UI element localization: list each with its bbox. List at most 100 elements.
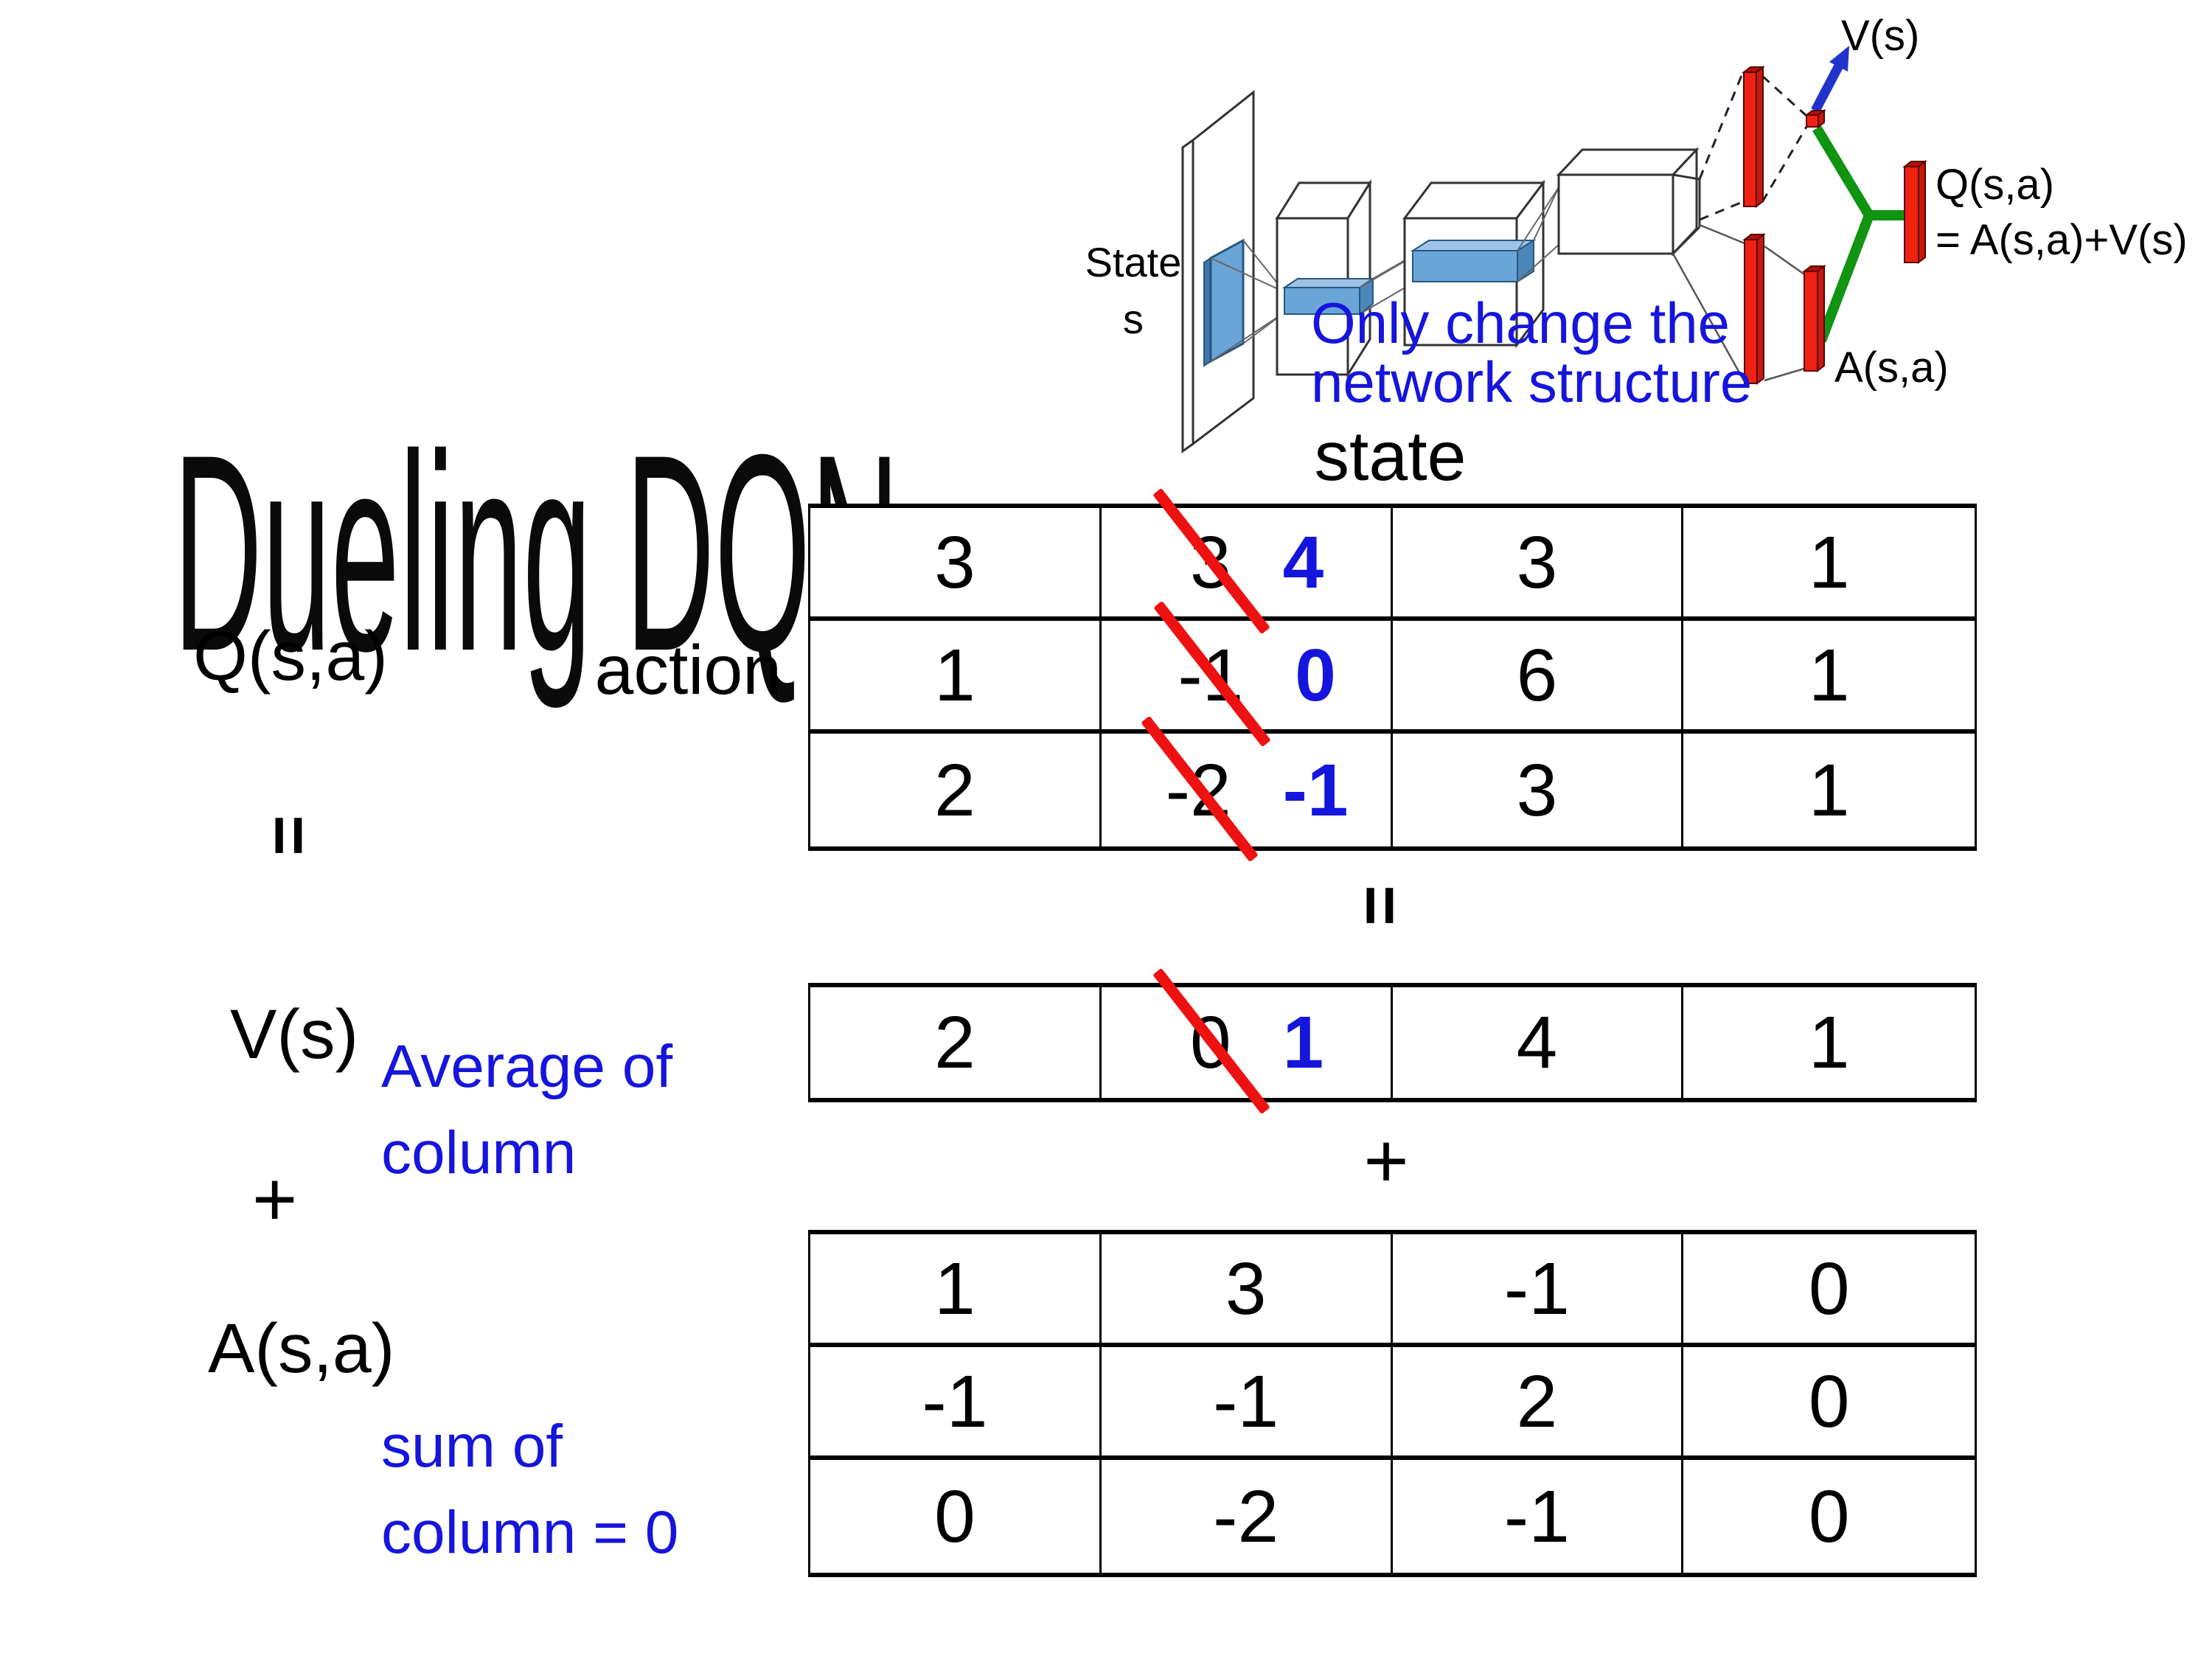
- v-value-table: 2 0 1 4 1: [808, 967, 1977, 1115]
- new-value: 4: [1282, 521, 1324, 604]
- cell-value: -1: [1213, 1360, 1279, 1443]
- average-note-line2: column: [381, 1119, 577, 1186]
- table-cell-corrected: 3 4: [1101, 487, 1393, 634]
- table-cell-corrected: -2 -1: [1102, 715, 1393, 862]
- table-cell: 2: [1392, 1347, 1684, 1460]
- table-cell: 0: [1683, 1460, 1975, 1573]
- network-diagram: State s V(s) Q(s,a) = A(s,a)+V(s) A(s,a)…: [1085, 12, 2188, 453]
- table-cell: 6: [1392, 621, 1684, 734]
- q-function-label: Q(s,a): [193, 617, 388, 695]
- table-cell: 1: [1683, 621, 1975, 734]
- table-cell: 1: [810, 621, 1102, 734]
- input-plate-side: [1181, 138, 1194, 453]
- cell-value: -1: [1503, 1475, 1570, 1558]
- average-note-line1: Average of: [381, 1033, 673, 1100]
- v-function-label: V(s): [230, 995, 359, 1074]
- cell-value: 1: [1808, 633, 1850, 717]
- fc-red-bars: [1742, 65, 1927, 386]
- table-cell: 1: [1683, 734, 1975, 846]
- cell-value: 0: [1808, 1247, 1850, 1330]
- state-axis-label: state: [1314, 417, 1467, 495]
- cell-value: 1: [1808, 748, 1850, 832]
- cell-value: 2: [1516, 1360, 1558, 1443]
- new-value: 0: [1295, 633, 1336, 717]
- a-value-table: 1 3 -1 0 -1 -1 2 0 0 -2 -1 0: [808, 1230, 1977, 1577]
- fc-bar-top: [1743, 72, 1757, 207]
- fc-bar-top-side: [1756, 65, 1764, 209]
- cell-value: 2: [934, 748, 975, 832]
- q-bar-side: [1918, 159, 1926, 265]
- feature-bar-1: [1284, 287, 1360, 315]
- new-value: 1: [1282, 1001, 1324, 1084]
- table-cell: -1: [1393, 1460, 1684, 1573]
- cell-value: -1: [922, 1360, 988, 1443]
- a-function-label: A(s,a): [208, 1310, 395, 1388]
- advantage-stream-lines: [1672, 223, 1805, 383]
- old-value-wrap: 0: [1152, 967, 1270, 1115]
- diagram-q-output-label-line2: = A(s,a)+V(s): [1935, 216, 2188, 264]
- table-cell: 2: [810, 734, 1102, 846]
- strikethrough-line: [1152, 967, 1270, 1115]
- diagram-a-output-label: A(s,a): [1834, 344, 1949, 392]
- table-cell: 0: [810, 1460, 1102, 1573]
- plus-sign-center: +: [1363, 1118, 1409, 1204]
- old-value-wrap: 3: [1152, 487, 1270, 634]
- strikethrough-line: [1152, 600, 1271, 747]
- fc-bar-bottom-side: [1756, 232, 1764, 386]
- a-bar: [1804, 271, 1818, 372]
- table-cell: 1: [1683, 987, 1975, 1098]
- cell-value: -1: [1503, 1247, 1570, 1330]
- fc-box: [1557, 173, 1674, 255]
- table-cell: 2: [810, 987, 1102, 1098]
- feature-bar-2: [1412, 250, 1518, 282]
- feature-bar-1-top: [1281, 278, 1376, 288]
- diagram-note-line2: network structure: [1311, 349, 1752, 414]
- table-cell: 3: [1392, 508, 1684, 621]
- v-node: [1806, 114, 1819, 128]
- merge-connector: [1812, 125, 1906, 343]
- feature-bar-2-top: [1410, 240, 1537, 251]
- sum-of-column-note: sum of column = 0: [381, 1403, 678, 1576]
- cell-value: 1: [934, 1247, 975, 1330]
- cell-value: 1: [1808, 521, 1850, 604]
- table-cell: -1: [1101, 1347, 1393, 1460]
- average-of-column-note: Average of column: [381, 1023, 672, 1196]
- diagram-v-output-label: V(s): [1841, 12, 1919, 60]
- cell-value: 0: [1808, 1360, 1850, 1443]
- value-stream-dashed-lines: [1698, 73, 1808, 221]
- diagram-state-label-line1: State: [1085, 239, 1182, 285]
- cell-value: 0: [1808, 1475, 1850, 1558]
- table-cell: 3: [1393, 734, 1684, 846]
- table-cell: 0: [1683, 1347, 1975, 1460]
- fc-bar-bottom: [1744, 239, 1758, 384]
- cell-value: 0: [934, 1475, 975, 1558]
- cell-value: 1: [934, 633, 975, 717]
- diagram-state-label-line2: s: [1123, 296, 1144, 342]
- sum-note-line2: column = 0: [381, 1499, 679, 1566]
- cell-value: 3: [1516, 748, 1558, 832]
- page-title: Dueling DQN: [173, 396, 900, 709]
- table-cell: -2: [1102, 1460, 1393, 1573]
- conv-connection-lines-3: [1517, 187, 1559, 282]
- plus-sign-left: +: [252, 1156, 298, 1242]
- v-arrow-shaft: [1811, 63, 1843, 114]
- cell-value: 1: [1808, 1001, 1850, 1084]
- old-value-wrap: -1: [1152, 600, 1271, 747]
- table-cell: 3: [810, 508, 1102, 621]
- table-cell: 0: [1683, 1234, 1975, 1347]
- old-value-wrap: -2: [1141, 715, 1259, 862]
- cell-value: 6: [1516, 633, 1558, 717]
- strikethrough-line: [1141, 715, 1259, 862]
- new-value: -1: [1282, 748, 1349, 832]
- table-cell: -1: [810, 1347, 1102, 1460]
- q-bar: [1904, 166, 1919, 263]
- diagram-q-output-label-line1: Q(s,a): [1935, 161, 2054, 209]
- table-cell: 3: [1101, 1234, 1393, 1347]
- equals-sign-left: =: [250, 815, 329, 856]
- equals-sign-center: =: [1341, 885, 1420, 926]
- table-cell: -1: [1392, 1234, 1684, 1347]
- a-bar-side: [1817, 264, 1825, 373]
- table-cell: 1: [810, 1234, 1102, 1347]
- cell-value: 3: [934, 521, 975, 604]
- table-cell: 4: [1393, 987, 1684, 1098]
